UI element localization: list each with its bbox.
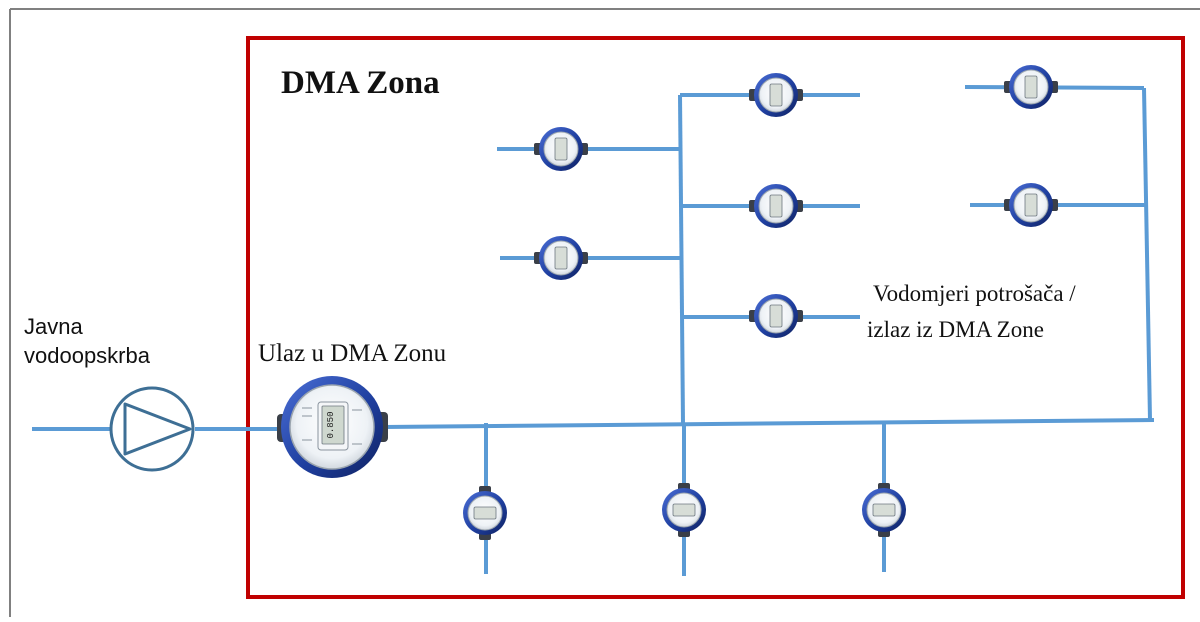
outlet-label-line1: Vodomjeri potrošača /: [873, 281, 1076, 306]
pipe-main-line: [382, 418, 1155, 429]
consumer-meter-icon: [749, 294, 803, 338]
dma-zone-boundary: [246, 36, 1185, 599]
source-label-line1: Javna: [24, 314, 83, 339]
consumer-meter-icon: [749, 184, 803, 228]
consumer-meter-icon: [662, 483, 706, 537]
consumer-meter-icon: [534, 127, 588, 171]
zone-title: DMA Zona: [281, 65, 440, 101]
source-label-line2: vodoopskrba: [24, 343, 150, 368]
consumer-meter-icon: [1004, 65, 1058, 109]
inlet-water-meter-icon: 0.850: [277, 376, 388, 478]
inlet-label: Ulaz u DMA Zonu: [258, 340, 447, 367]
pipe-right-return: [1142, 87, 1152, 421]
pipe-network: [32, 85, 1155, 576]
consumer-meter-icon: [1004, 183, 1058, 227]
consumer-meter-icon: [534, 236, 588, 280]
outlet-label-line2: izlaz iz DMA Zone: [867, 317, 1044, 342]
consumer-meters-group: [463, 65, 1058, 540]
pump-icon: [109, 386, 195, 472]
consumer-meter-icon: [463, 486, 507, 540]
consumer-meter-icon: [862, 483, 906, 537]
consumer-meter-icon: [749, 73, 803, 117]
inlet-meter-display: 0.850: [326, 411, 336, 438]
